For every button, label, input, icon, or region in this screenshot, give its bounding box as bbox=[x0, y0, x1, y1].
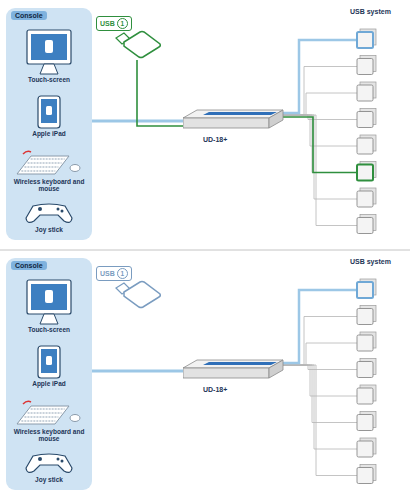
usb-wire bbox=[283, 115, 357, 173]
usb-cable bbox=[92, 370, 183, 373]
monitor-icon bbox=[9, 28, 89, 76]
usb-wire bbox=[283, 365, 357, 476]
node-label: UD-18+ bbox=[203, 136, 227, 144]
usb-stick: USB1 bbox=[96, 14, 164, 60]
node-label: Joy stick bbox=[9, 226, 89, 233]
device-item: Apple iPad bbox=[9, 94, 89, 137]
active-wire bbox=[283, 290, 357, 363]
node-label: Wireless keyboard and mouse bbox=[9, 178, 89, 193]
usb-wire bbox=[283, 115, 357, 146]
device-item: Joy stick bbox=[9, 200, 89, 233]
node-label: Console bbox=[11, 11, 47, 20]
device-item: Apple iPad bbox=[9, 344, 89, 387]
usb-device bbox=[357, 32, 373, 48]
usb-hub: UD-18+ bbox=[183, 108, 285, 150]
keyboard-icon bbox=[9, 148, 89, 178]
usb-stick-wire bbox=[283, 117, 357, 173]
active-wire bbox=[283, 40, 357, 113]
usb-wire bbox=[283, 365, 357, 370]
usb-cable bbox=[137, 60, 183, 126]
usb-device bbox=[357, 191, 373, 207]
node-label: Touch-screen bbox=[9, 76, 89, 83]
joystick-icon bbox=[9, 450, 89, 476]
usb-device bbox=[357, 362, 373, 378]
console-panel: ConsoleTouch-screenApple iPadWireless ke… bbox=[6, 258, 92, 490]
hub-body bbox=[183, 108, 285, 132]
badge-number: 1 bbox=[117, 268, 128, 279]
usb-device bbox=[357, 59, 373, 75]
device-item: Touch-screen bbox=[9, 28, 89, 83]
monitor-icon bbox=[9, 278, 89, 326]
usb-device bbox=[357, 282, 373, 298]
usb-wire bbox=[283, 343, 357, 365]
usb-system bbox=[283, 279, 376, 484]
badge-text: USB bbox=[100, 269, 115, 278]
usb-wire bbox=[283, 317, 357, 366]
section-label: USB system bbox=[350, 8, 391, 15]
section-label: USB system bbox=[350, 258, 391, 265]
node-label: Joy stick bbox=[9, 476, 89, 483]
badge-text: USB bbox=[100, 19, 115, 28]
usb-wire bbox=[283, 93, 357, 115]
usb-device bbox=[357, 309, 373, 325]
node-label: Console bbox=[11, 261, 47, 270]
usb-system bbox=[283, 29, 376, 234]
usb-wire bbox=[283, 115, 357, 199]
usb-device bbox=[357, 218, 373, 234]
console-panel: ConsoleTouch-screenApple iPadWireless ke… bbox=[6, 8, 92, 240]
keyboard-icon bbox=[9, 398, 89, 428]
node-label: Apple iPad bbox=[9, 380, 89, 387]
usb-wire bbox=[283, 365, 357, 396]
usb-device bbox=[357, 165, 373, 181]
node-label: Touch-screen bbox=[9, 326, 89, 333]
usb-wire bbox=[283, 365, 357, 423]
usb-device bbox=[357, 468, 373, 484]
usb-wire bbox=[283, 115, 357, 226]
usb-device bbox=[357, 441, 373, 457]
usb-hub: UD-18+ bbox=[183, 358, 285, 400]
device-item: Joy stick bbox=[9, 450, 89, 483]
badge-number: 1 bbox=[117, 18, 128, 29]
ipad-icon bbox=[9, 344, 89, 380]
usb-device bbox=[357, 335, 373, 351]
usb-stick: USB1 bbox=[96, 264, 164, 310]
node-label: UD-18+ bbox=[203, 386, 227, 394]
usb-badge: USB1 bbox=[96, 16, 132, 31]
node-label: Wireless keyboard and mouse bbox=[9, 428, 89, 443]
device-item: Wireless keyboard and mouse bbox=[9, 398, 89, 443]
usb-wire bbox=[283, 365, 357, 449]
usb-device bbox=[357, 388, 373, 404]
usb-badge: USB1 bbox=[96, 266, 132, 281]
usb-device bbox=[357, 138, 373, 154]
usb-device bbox=[357, 112, 373, 128]
usb-device bbox=[357, 85, 373, 101]
node-label: Apple iPad bbox=[9, 130, 89, 137]
device-item: Touch-screen bbox=[9, 278, 89, 333]
device-item: Wireless keyboard and mouse bbox=[9, 148, 89, 193]
ipad-icon bbox=[9, 94, 89, 130]
separator-line bbox=[0, 250, 410, 251]
hub-body bbox=[183, 358, 285, 382]
joystick-icon bbox=[9, 200, 89, 226]
usb-wire bbox=[283, 67, 357, 116]
usb-device bbox=[357, 415, 373, 431]
